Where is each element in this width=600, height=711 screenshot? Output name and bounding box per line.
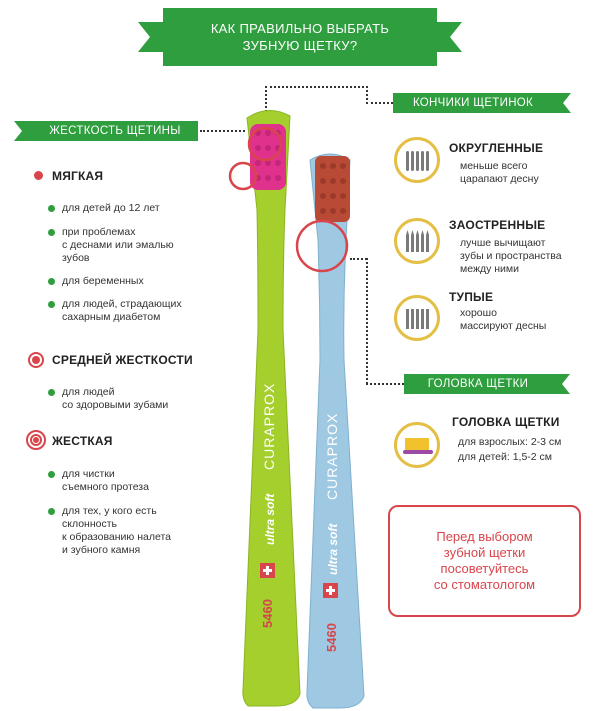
soft-item-1: для детей до 12 лет: [62, 202, 160, 214]
stiffness-ribbon: [14, 121, 34, 141]
tip-rounded-title: ОКРУГЛЕННЫЕ: [449, 141, 544, 155]
tips-ribbon: [551, 93, 571, 113]
head-connector-h-top: [350, 258, 367, 260]
tip-blunt-title: ТУПЫЕ: [449, 290, 494, 304]
soft-level-icon: [34, 171, 43, 180]
green-toothbrush: CURAPROX ultra soft 5460: [242, 110, 301, 707]
tip-pointed-title: ЗАОСТРЕННЫЕ: [449, 218, 546, 232]
rounded-bristles-icon: [394, 137, 440, 183]
tip-rounded-desc: меньше всего царапают десну: [460, 160, 539, 185]
head-connector-h: [366, 383, 404, 385]
title-line-2: ЗУБНУЮ ЩЕТКУ?: [242, 38, 358, 53]
green-brush-brand: CURAPROX: [261, 383, 277, 470]
head-highlight-circle: [295, 219, 349, 273]
stiffness-banner: ЖЕСТКОСТЬ ЩЕТИНЫ: [32, 121, 198, 141]
advice-line-2: зубной щетки: [443, 545, 526, 560]
bullet-icon: [48, 389, 55, 396]
blue-brush-model: ultra soft: [326, 523, 340, 575]
brush-head-icon: [394, 422, 440, 468]
blue-brush-brand: CURAPROX: [324, 413, 340, 500]
blue-brush-bristles: [315, 156, 350, 222]
soft-item-2: при проблемах с деснами или эмалью зубов: [62, 226, 174, 264]
hard-item-1: для чистки съемного протеза: [62, 468, 149, 493]
tips-connector-v-right: [366, 86, 368, 104]
green-brush-bristles: [250, 124, 286, 190]
head-adult-size: для взрослых: 2-3 см: [458, 436, 562, 448]
tip-pointed-desc: лучше вычищают зубы и пространства между…: [460, 237, 562, 275]
green-brush-number: 5460: [260, 599, 275, 628]
soft-item-3: для беременных: [62, 275, 144, 287]
soft-item-4: для людей, страдающих сахарным диабетом: [62, 298, 182, 323]
pointed-bristles-icon: [394, 218, 440, 264]
tips-banner: КОНЧИКИ ЩЕТИНОК: [393, 93, 553, 113]
soft-title: МЯГКАЯ: [52, 169, 104, 183]
bullet-icon: [48, 301, 55, 308]
medium-title: СРЕДНЕЙ ЖЕСТКОСТИ: [52, 353, 193, 367]
blue-toothbrush: CURAPROX ultra soft 5460: [306, 153, 365, 709]
stiffness-connector: [200, 130, 245, 132]
dentist-advice-box: Перед выбором зубной щетки посоветуйтесь…: [388, 505, 581, 617]
head-child-size: для детей: 1,5-2 см: [458, 451, 553, 463]
title-banner: КАК ПРАВИЛЬНО ВЫБРАТЬ ЗУБНУЮ ЩЕТКУ?: [163, 8, 437, 66]
tips-highlight-circle: [247, 126, 283, 162]
medium-level-icon: [28, 352, 44, 368]
stiffness-highlight-circle: [228, 161, 258, 191]
bullet-icon: [48, 205, 55, 212]
hard-item-2: для тех, у кого есть склонность к образо…: [62, 505, 172, 556]
tips-connector-h-top: [265, 86, 368, 88]
tips-banner-label: КОНЧИКИ ЩЕТИНОК: [412, 97, 534, 109]
head-connector-v: [366, 258, 368, 384]
stiffness-banner-label: ЖЕСТКОСТЬ ЩЕТИНЫ: [49, 125, 181, 137]
advice-line-4: со стоматологом: [433, 577, 536, 592]
medium-item-1: для людей со здоровыми зубами: [62, 386, 169, 411]
advice-line-3: посоветуйтесь: [440, 561, 529, 576]
tip-blunt-desc: хорошо массируют десны: [460, 307, 547, 332]
head-banner-label: ГОЛОВКА ЩЕТКИ: [427, 378, 529, 390]
hard-title: ЖЕСТКАЯ: [52, 434, 113, 448]
tips-connector-v-left: [265, 86, 267, 128]
blunt-bristles-icon: [394, 295, 440, 341]
hard-level-icon: [26, 430, 46, 450]
bullet-icon: [48, 471, 55, 478]
bullet-icon: [48, 278, 55, 285]
bullet-icon: [48, 229, 55, 236]
title-line-1: КАК ПРАВИЛЬНО ВЫБРАТЬ: [210, 21, 390, 36]
advice-line-1: Перед выбором: [436, 529, 533, 544]
green-brush-model: ultra soft: [263, 493, 277, 545]
tips-connector-h-bottom: [366, 102, 393, 104]
head-ribbon: [550, 374, 570, 394]
blue-brush-number: 5460: [324, 623, 339, 652]
bullet-icon: [48, 508, 55, 515]
head-title: ГОЛОВКА ЩЕТКИ: [452, 415, 560, 429]
head-banner: ГОЛОВКА ЩЕТКИ: [404, 374, 552, 394]
